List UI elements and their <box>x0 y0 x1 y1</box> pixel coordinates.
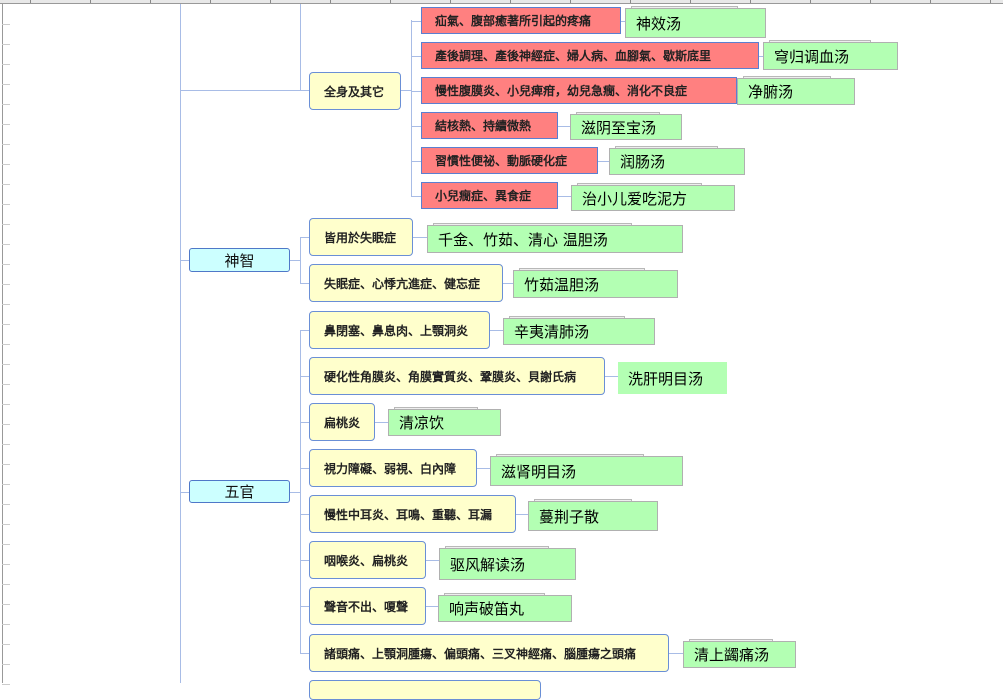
connector-line <box>300 422 309 423</box>
connector-line <box>290 492 300 493</box>
connector-line <box>503 283 513 284</box>
connector-line <box>300 330 301 653</box>
connector-line <box>411 161 421 162</box>
formula-node[interactable]: 穹归调血汤 <box>763 42 898 70</box>
connector-line <box>290 260 300 261</box>
formula-node[interactable]: 蔓荆子散 <box>528 501 658 531</box>
connector-line <box>180 492 189 493</box>
symptom-node[interactable]: 失眠症、心悸亢進症、健忘症 <box>309 264 503 302</box>
symptom-node[interactable]: 視力障礙、弱視、白內障 <box>309 449 477 487</box>
formula-node[interactable]: 辛夷清肺汤 <box>503 318 655 345</box>
symptom-node[interactable]: 結核熱、持續微熱 <box>421 112 558 139</box>
connector-line <box>300 90 309 91</box>
connector-line <box>411 20 412 196</box>
symptom-node[interactable]: 產後調理、產後神經症、婦人病、血腳氣、歇斯底里 <box>421 42 759 69</box>
formula-node[interactable]: 洗肝明目汤 <box>618 362 727 394</box>
subgroup-node[interactable]: 全身及其它 <box>309 72 401 110</box>
symptom-node[interactable]: 鼻閉塞、鼻息肉、上顎洞炎 <box>309 311 490 349</box>
connector-line <box>413 237 427 238</box>
formula-node[interactable]: 千金、竹茹、清心 温胆汤 <box>427 225 683 253</box>
symptom-node[interactable]: 慢性中耳炎、耳鳴、重聽、耳漏 <box>309 495 516 533</box>
partial-node[interactable] <box>309 680 541 700</box>
formula-node[interactable]: 润肠汤 <box>609 148 745 175</box>
connector-line <box>759 56 763 57</box>
connector-line <box>598 161 609 162</box>
connector-line <box>300 560 309 561</box>
connector-line <box>300 653 309 654</box>
connector-line <box>426 606 438 607</box>
symptom-node[interactable]: 慢性腹膜炎、小兒痺疳，幼兒急癇、消化不良症 <box>421 77 737 104</box>
connector-line <box>180 90 300 91</box>
connector-line <box>411 91 421 92</box>
symptom-node[interactable]: 咽喉炎、扁桃炎 <box>309 541 426 579</box>
formula-node[interactable]: 神效汤 <box>625 8 766 38</box>
connector-line <box>411 196 421 197</box>
symptom-node[interactable]: 扁桃炎 <box>309 403 375 441</box>
connector-line <box>426 560 439 561</box>
connector-line <box>558 196 571 197</box>
connector-line <box>180 260 189 261</box>
formula-node[interactable]: 治小儿爱吃泥方 <box>571 185 735 211</box>
connector-line <box>300 376 309 377</box>
connector-line <box>401 90 411 91</box>
formula-node[interactable]: 竹茹温胆汤 <box>513 270 678 298</box>
connector-line <box>621 21 625 22</box>
connector-line <box>669 653 683 654</box>
connector-line <box>300 468 309 469</box>
formula-node[interactable]: 响声破笛丸 <box>438 595 572 622</box>
connector-line <box>180 4 181 683</box>
connector-line <box>375 422 388 423</box>
symptom-node[interactable]: 小兒癇症、異食症 <box>421 182 558 209</box>
symptom-node[interactable]: 皆用於失眠症 <box>309 218 413 256</box>
formula-node[interactable]: 滋肾明目汤 <box>490 456 683 486</box>
connector-line <box>300 237 309 238</box>
connector-line <box>411 21 421 22</box>
connector-line <box>300 514 309 515</box>
connector-line <box>558 126 570 127</box>
formula-node[interactable]: 滋阴至宝汤 <box>570 114 682 140</box>
connector-line <box>300 606 309 607</box>
formula-node[interactable]: 清上蠲痛汤 <box>683 641 796 668</box>
symptom-node[interactable]: 疝氣、腹部癒著所引起的疼痛 <box>421 7 621 34</box>
connector-line <box>411 56 421 57</box>
symptom-node[interactable]: 硬化性角膜炎、角膜實質炎、鞏膜炎、貝謝氏病 <box>309 357 605 395</box>
connector-line <box>490 330 503 331</box>
connector-line <box>300 4 301 91</box>
connector-line <box>300 283 309 284</box>
connector-line <box>411 126 421 127</box>
formula-node[interactable]: 清凉饮 <box>388 409 501 436</box>
connector-line <box>516 514 528 515</box>
category-node-2[interactable]: 五官 <box>189 480 290 503</box>
symptom-node[interactable]: 習慣性便祕、動脈硬化症 <box>421 147 598 174</box>
left-ruler <box>0 4 10 685</box>
connector-line <box>477 468 490 469</box>
connector-line <box>605 376 618 377</box>
formula-node[interactable]: 净腑汤 <box>737 78 855 105</box>
top-ruler <box>0 0 1003 4</box>
symptom-node[interactable]: 聲音不出、嗄聲 <box>309 587 426 625</box>
category-node-1[interactable]: 神智 <box>189 248 290 272</box>
connector-line <box>300 330 309 331</box>
connector-line <box>300 237 301 283</box>
formula-node[interactable]: 驱风解读汤 <box>439 548 576 580</box>
symptom-node[interactable]: 諸頭痛、上顎洞腫瘍、偏頭痛、三叉神經痛、腦腫瘍之頭痛 <box>309 634 669 672</box>
